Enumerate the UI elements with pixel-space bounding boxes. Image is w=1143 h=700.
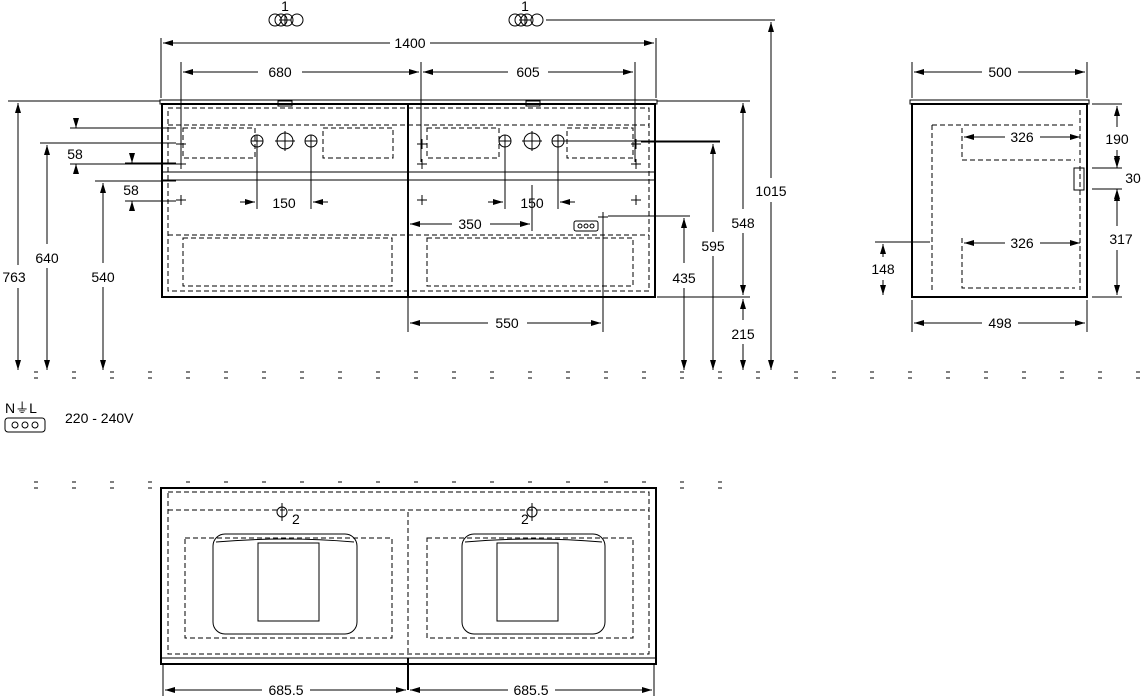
socket-icon [4,417,46,433]
tap-hole-right [526,503,538,521]
tap-hole-label: 2 [521,511,529,527]
socket-terminal-label: N⏚L [5,400,37,416]
dim-150-left: 150 [272,195,296,211]
front-vertical-dims-left: 763 640 540 58 58 [2,100,176,370]
dim-317: 317 [1109,231,1133,247]
tap-symbol-right: 1 [508,0,775,27]
dim-435: 435 [672,270,696,286]
dim-595: 595 [701,238,725,254]
tap-hole-label: 2 [292,511,300,527]
dim-58-a: 58 [67,146,83,162]
dim-640: 640 [35,250,59,266]
tap-symbol-label: 1 [281,0,289,14]
tap-hole-left [276,503,288,521]
tap-symbol-label: 1 [521,0,529,14]
dim-498: 498 [988,315,1012,331]
plan-view-cabinet: 2 2 685.5 685.5 [160,487,657,698]
front-dimensions: 1400 680 605 150 150 350 550 [160,35,657,332]
dim-605: 605 [516,64,540,80]
dim-540: 540 [91,269,115,285]
side-view-cabinet: 500 498 326 326 190 30 317 148 [871,62,1141,332]
dim-58-b: 58 [123,182,139,198]
dim-500: 500 [988,64,1012,80]
front-view-cabinet [159,99,658,298]
dim-148: 148 [871,261,895,277]
floor-line-front [2,371,1141,379]
dim-190: 190 [1105,131,1129,147]
dim-685-5-right: 685.5 [513,682,548,698]
dim-30: 30 [1125,170,1141,186]
dim-548: 548 [731,215,755,231]
dim-150-right: 150 [520,195,544,211]
electrical-legend: N⏚L 220 - 240V [4,400,134,433]
dim-550: 550 [495,315,519,331]
dim-215: 215 [731,326,755,342]
dim-350: 350 [458,216,482,232]
dim-763: 763 [2,269,26,285]
dim-680: 680 [268,64,292,80]
voltage-label: 220 - 240V [65,410,134,426]
socket-icon-front [573,220,599,232]
dim-1015: 1015 [755,183,786,199]
tap-symbol-left: 1 [268,0,304,27]
dim-326-upper: 326 [1010,129,1034,145]
front-vertical-dims-right: 435 595 548 215 1015 [563,22,787,370]
dim-1400: 1400 [394,35,425,51]
dim-685-5-left: 685.5 [268,682,303,698]
dim-326-lower: 326 [1010,235,1034,251]
